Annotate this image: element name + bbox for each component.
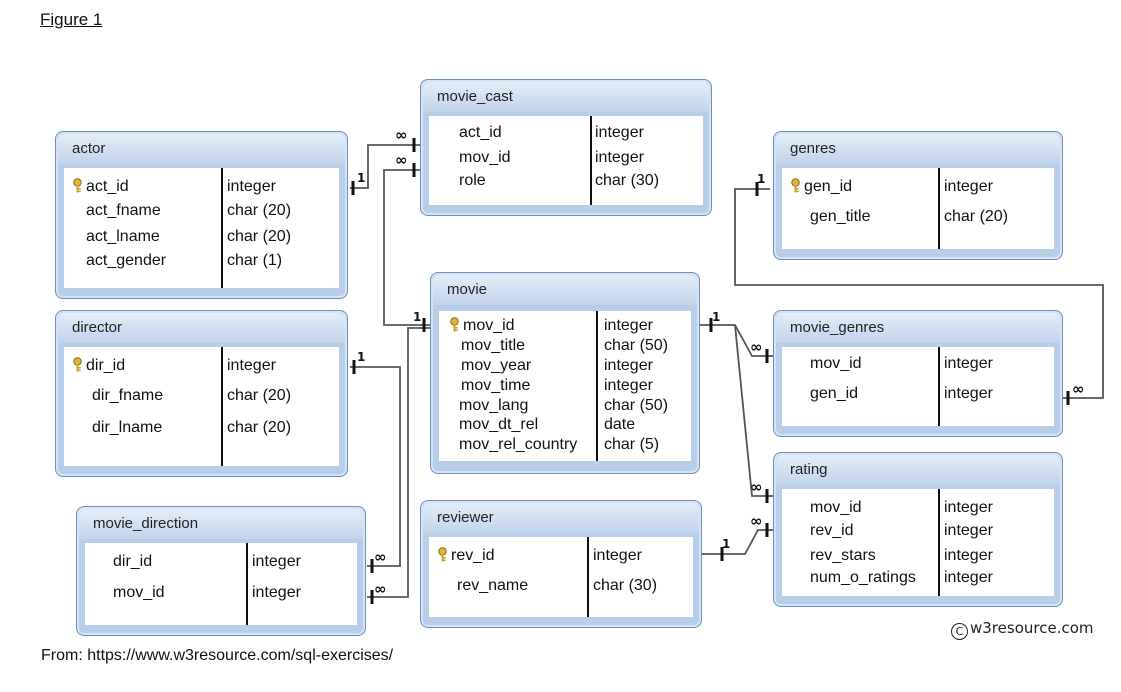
table-title: actor	[58, 134, 345, 164]
cardinality-many: ∞	[750, 512, 763, 530]
cardinality-many: ∞	[395, 151, 408, 169]
cardinality-one: 1	[413, 310, 422, 324]
copyright-text: w3resource.com	[970, 619, 1094, 637]
key-icon	[438, 547, 447, 562]
cardinality-many: ∞	[395, 126, 408, 144]
rel-movie-movie-direction	[367, 327, 430, 598]
rel-reviewer-rating	[700, 529, 773, 555]
table-title: genres	[776, 134, 1060, 164]
cardinality-many: ∞	[1072, 380, 1085, 398]
cardinality-one: 1	[712, 310, 721, 324]
table-title: rating	[776, 455, 1060, 485]
cardinality-one: 1	[357, 171, 366, 185]
rel-movie-movie-genres	[700, 324, 773, 357]
cardinality-many: ∞	[374, 548, 387, 566]
table-title: reviewer	[423, 503, 699, 533]
rel-actor-movie-cast	[350, 144, 420, 189]
cardinality-one: 1	[757, 172, 766, 186]
key-icon	[73, 178, 82, 193]
key-icon	[791, 178, 800, 193]
table-title: movie_direction	[79, 509, 363, 539]
rel-director-movie-direction	[350, 366, 401, 567]
cardinality-many: ∞	[750, 478, 763, 496]
rel-movie-movie-cast	[383, 169, 430, 326]
table-title: movie_genres	[776, 313, 1060, 343]
cardinality-one: 1	[722, 537, 731, 551]
figure-label: Figure 1	[40, 10, 103, 29]
cardinality-many: ∞	[374, 580, 387, 598]
key-icon	[450, 317, 459, 332]
table-title: director	[58, 313, 345, 343]
table-title: movie	[433, 275, 697, 305]
table-title: movie_cast	[423, 82, 709, 112]
source-text: From: https://www.w3resource.com/sql-exe…	[41, 647, 394, 664]
cardinality-one: 1	[357, 350, 366, 364]
cardinality-many: ∞	[750, 338, 763, 356]
key-icon	[73, 357, 82, 372]
copyright-icon: C	[951, 623, 968, 640]
rel-genres-movie-genres	[734, 188, 1104, 399]
